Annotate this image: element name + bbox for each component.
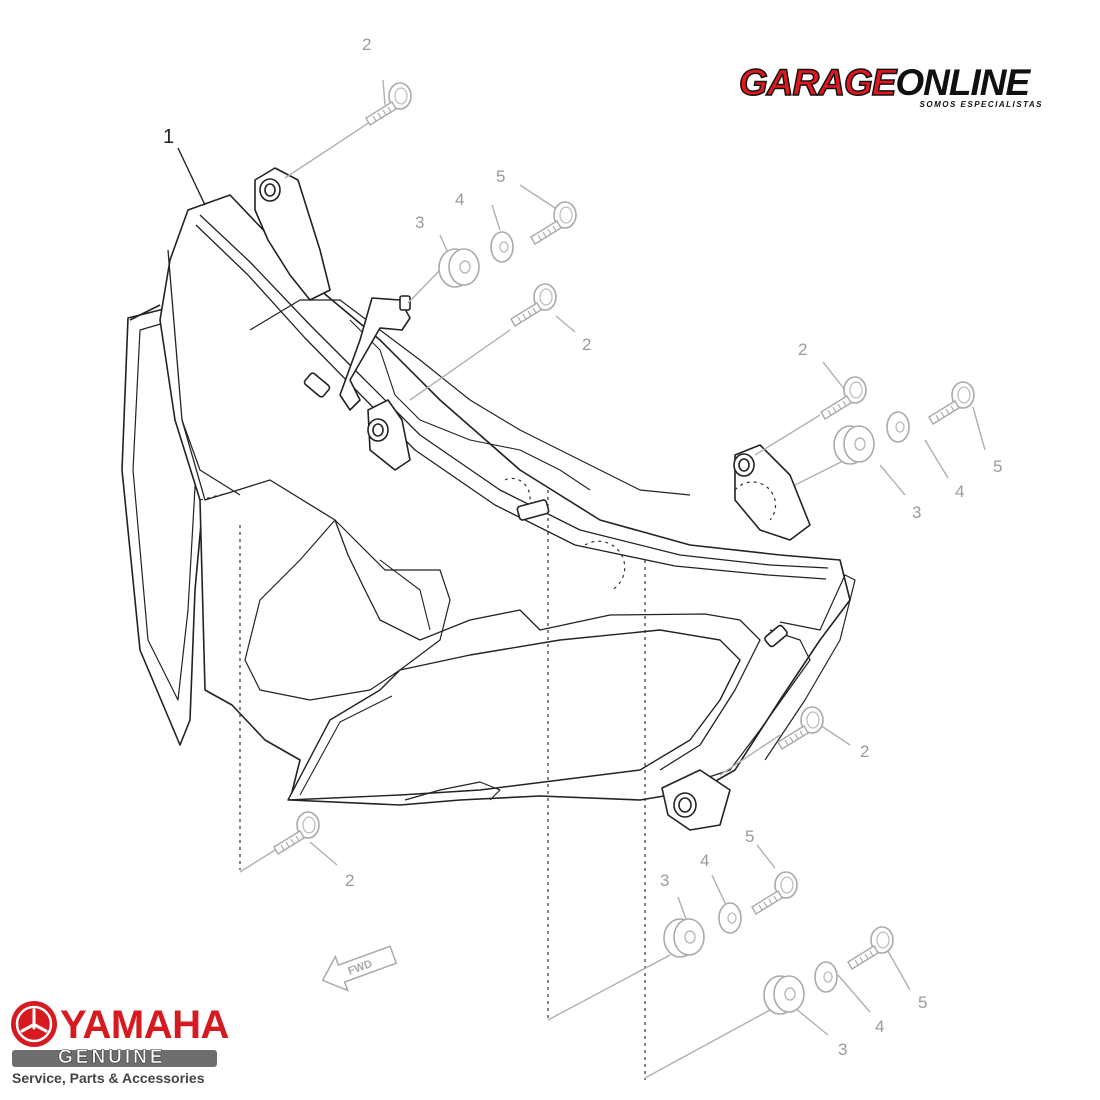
label-3-a: 3 [415, 213, 424, 232]
genuine-bar [12, 1050, 217, 1067]
label-5-b: 5 [993, 457, 1002, 476]
label-5-c: 5 [745, 827, 754, 846]
yamaha-genuine-logo: YAMAHA GENUINE Service, Parts & Accessor… [8, 998, 229, 1093]
label-3-d: 3 [838, 1040, 847, 1059]
label-5-d: 5 [918, 993, 927, 1012]
garage-online-wordmark: GARAGEONLINE [738, 61, 1030, 104]
label-2-d: 2 [860, 742, 869, 761]
label-2-e: 2 [345, 871, 354, 890]
genuine-wordmark: GENUINE [58, 1047, 166, 1069]
garage-word: GARAGE [738, 61, 897, 104]
part-labels: 1 2 2 2 2 2 3 3 3 3 4 4 4 4 5 5 5 5 [163, 35, 1002, 1059]
label-2-a: 2 [362, 35, 371, 54]
garage-online-tagline: SOMOS ESPECIALISTAS [919, 100, 1043, 109]
leader-line-1 [177, 147, 206, 206]
label-3-b: 3 [912, 503, 921, 522]
label-4-a: 4 [455, 190, 464, 209]
online-word: ONLINE [895, 62, 1030, 103]
mounting-brackets [254, 167, 811, 831]
label-4-d: 4 [875, 1017, 884, 1036]
label-2-c: 2 [798, 340, 807, 359]
hidden-lines [199, 477, 777, 1080]
label-2-b: 2 [582, 335, 591, 354]
label-3-c: 3 [660, 871, 669, 890]
yamaha-wordmark: YAMAHA [60, 1003, 229, 1047]
yamaha-tuning-fork-icon [11, 1001, 57, 1047]
label-5-a: 5 [496, 167, 505, 186]
yamaha-service-tagline: Service, Parts & Accessories [12, 1070, 205, 1086]
label-4-b: 4 [955, 482, 964, 501]
label-1: 1 [163, 126, 174, 148]
fwd-arrow: FWD [321, 945, 398, 992]
garage-online-logo: GARAGEONLINE SOMOS ESPECIALISTAS [735, 61, 1055, 117]
headlight-assembly [121, 194, 856, 806]
label-4-c: 4 [700, 851, 709, 870]
